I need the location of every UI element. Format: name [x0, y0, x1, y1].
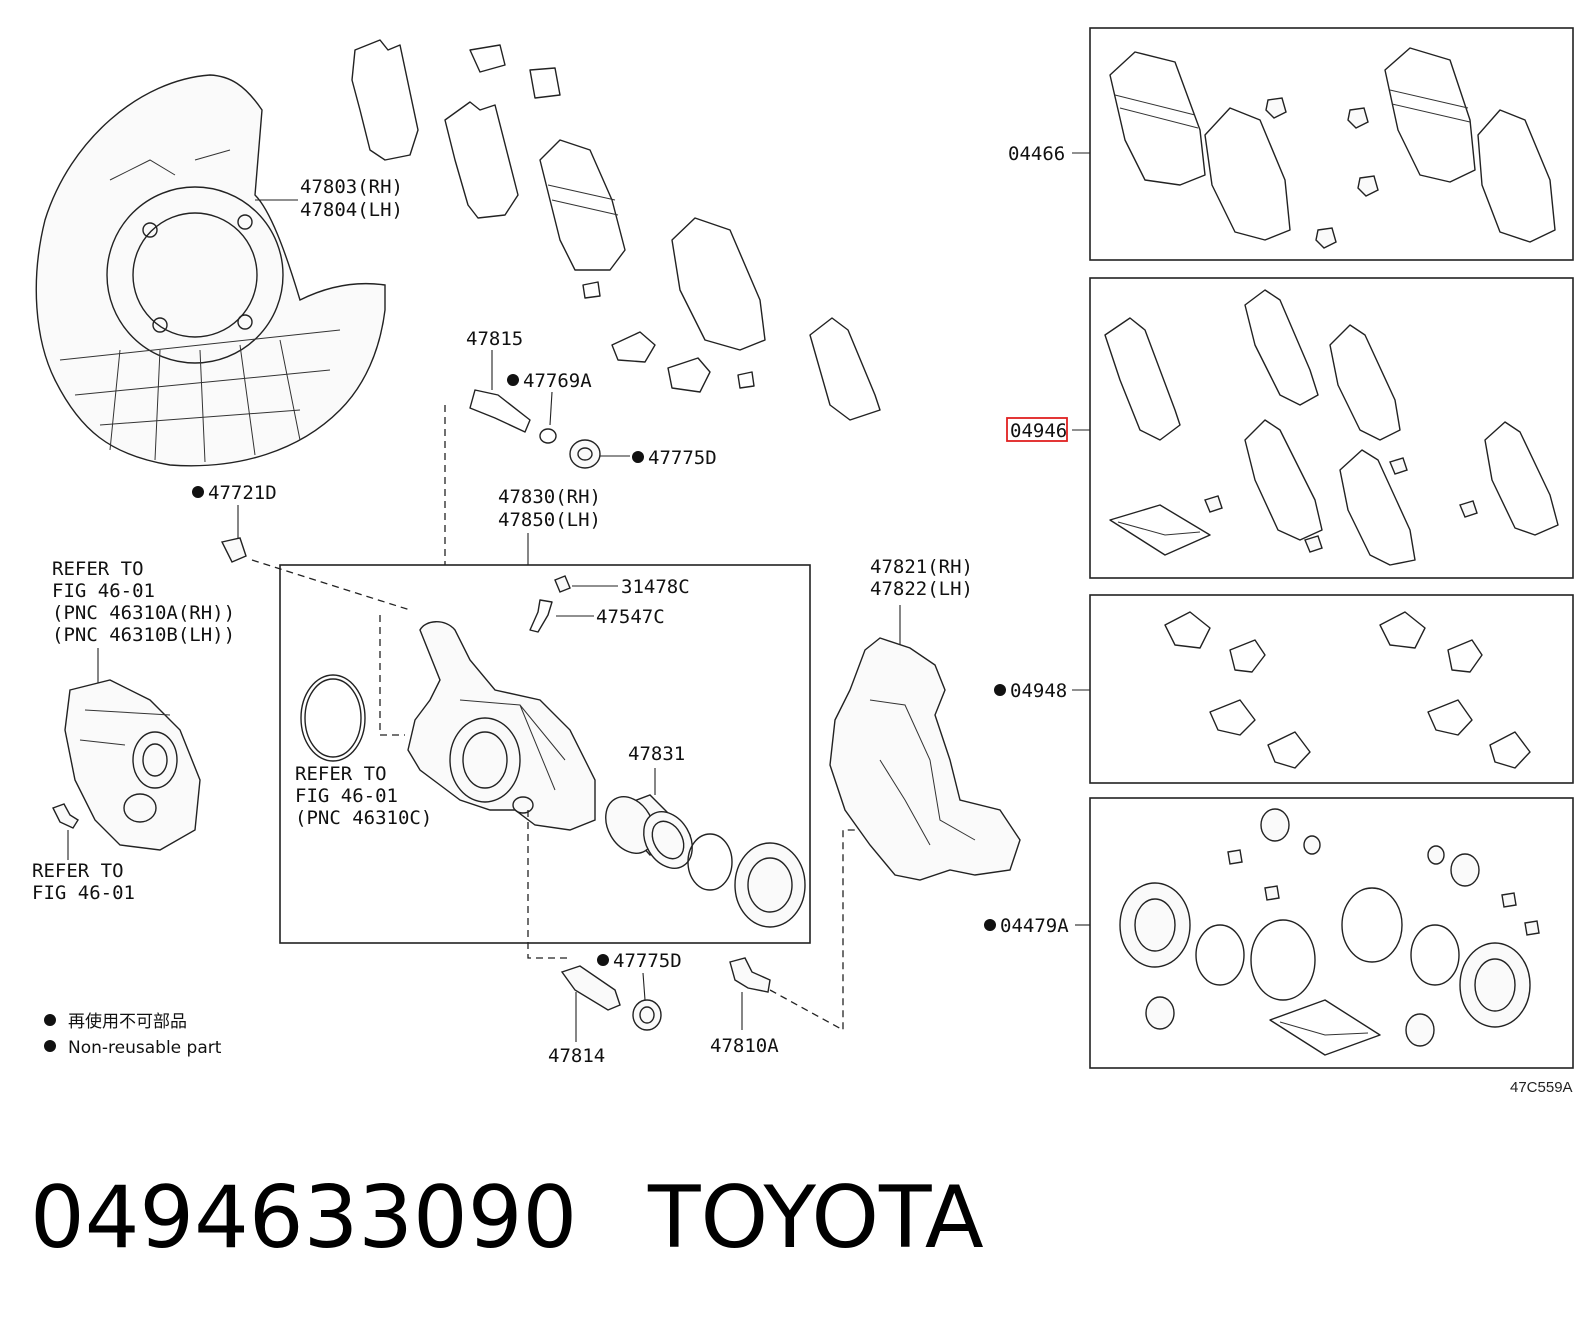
kit-box-04946: [1089, 277, 1574, 579]
label-31478C: 31478C: [621, 576, 690, 598]
label-47831: 47831: [628, 743, 685, 765]
label-47814: 47814: [548, 1045, 605, 1067]
kit-box-04948: [1089, 594, 1574, 784]
label-04466: 04466: [1008, 143, 1065, 165]
kit-box-04466: [1089, 27, 1574, 261]
refer-mid-line1: REFER TO: [295, 763, 387, 785]
legend-cn: 再使用不可部品: [68, 1011, 187, 1032]
highlight-04946: [1006, 417, 1068, 442]
kit-04466-drawing: [1109, 47, 1556, 249]
non-reusable-dot: [597, 954, 609, 966]
brand-name: TOYOTA: [647, 1168, 984, 1268]
dust-shield-drawing: [35, 74, 386, 467]
legend-dot-cn: [44, 1014, 56, 1026]
piston-seal-drawing: [687, 833, 733, 891]
caliper-kit-box: [279, 564, 811, 944]
refer-left-line2: FIG 46-01: [52, 580, 155, 602]
refer-left-line1: REFER TO: [52, 558, 144, 580]
bleeder-cap-drawing: [554, 575, 571, 593]
caliper-body-drawing: [407, 621, 596, 831]
bleeder-screw-drawing: [529, 599, 553, 633]
label-47830: 47830(RH): [498, 486, 601, 508]
bolt-47721D-drawing: [220, 537, 247, 563]
non-reusable-dot: [994, 684, 1006, 696]
label-47769A: 47769A: [523, 370, 592, 392]
caliper-assembly-left-drawing: [64, 679, 201, 851]
guide-pin-lower-drawing: [560, 965, 662, 1031]
label-47721D: 47721D: [208, 482, 277, 504]
non-reusable-dot: [192, 486, 204, 498]
label-47547C: 47547C: [596, 606, 665, 628]
label-04479A: 04479A: [1000, 915, 1069, 937]
bolt-47810A-drawing: [729, 957, 771, 993]
dust-boot-drawing: [734, 842, 806, 928]
seal-ring-drawing: [300, 674, 366, 762]
label-47810A: 47810A: [710, 1035, 779, 1057]
label-47803: 47803(RH): [300, 176, 403, 198]
pad-shim-drawings: [351, 39, 881, 421]
refer-bolt-line2: FIG 46-01: [32, 882, 135, 904]
label-47822: 47822(LH): [870, 578, 973, 600]
label-47775D-top: 47775D: [648, 447, 717, 469]
guide-pin-upper-drawing: [469, 389, 601, 469]
label-04946: 04946: [1010, 420, 1067, 442]
refer-bolt-line1: REFER TO: [32, 860, 124, 882]
non-reusable-dot: [632, 451, 644, 463]
label-47815: 47815: [466, 328, 523, 350]
kit-box-04479A: [1089, 797, 1574, 1069]
piston-drawing: [605, 794, 693, 869]
mounting-bracket-drawing: [829, 637, 1021, 881]
legend-en: Non-reusable part: [68, 1038, 222, 1058]
figure-code: 47C559A: [1510, 1079, 1573, 1096]
kit-04948-drawing: [1164, 611, 1531, 769]
refer-mid-line2: FIG 46-01: [295, 785, 398, 807]
refer-mid-line3: (PNC 46310C): [295, 807, 432, 829]
label-47821: 47821(RH): [870, 556, 973, 578]
legend-dot-en: [44, 1040, 56, 1052]
refer-left-line4: (PNC 46310B(LH)): [52, 624, 235, 646]
kit-04479A-drawing: [1119, 808, 1540, 1056]
part-number: 0494633090: [30, 1168, 577, 1268]
non-reusable-dot: [507, 374, 519, 386]
non-reusable-dot: [984, 919, 996, 931]
refer-left-line3: (PNC 46310A(RH)): [52, 602, 235, 624]
label-47804: 47804(LH): [300, 199, 403, 221]
label-47775D-bottom: 47775D: [613, 950, 682, 972]
bolt-refer-drawing: [52, 803, 79, 829]
label-04948: 04948: [1010, 680, 1067, 702]
label-47850: 47850(LH): [498, 509, 601, 531]
kit-04946-drawing: [1104, 289, 1559, 566]
